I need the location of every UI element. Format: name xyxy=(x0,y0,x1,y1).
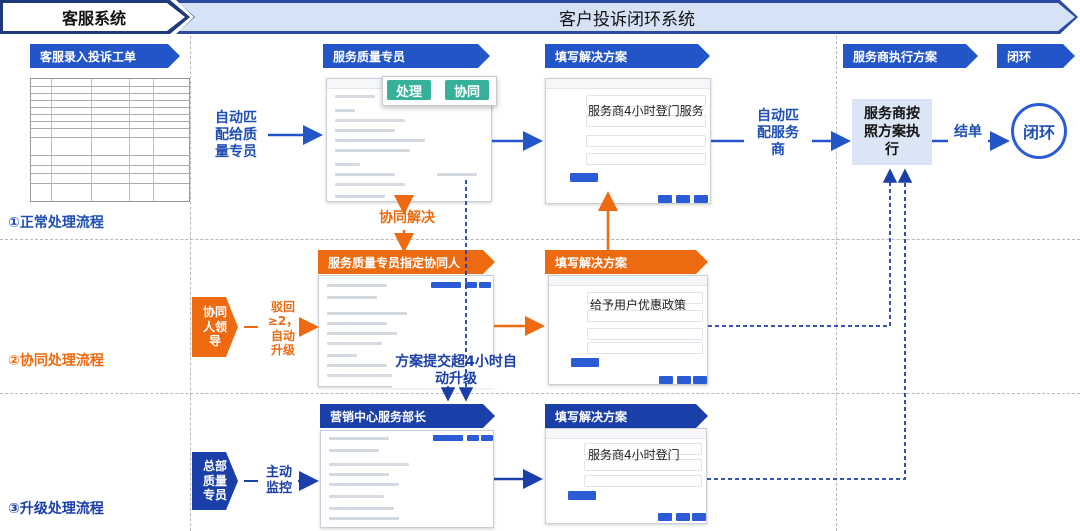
collab-resolve-label: 协同解决 xyxy=(379,210,435,226)
step-provider-exec-tag: 服务商执行方案 xyxy=(843,44,978,68)
left-system-title: 客服系统 xyxy=(3,3,185,31)
step-entry-tag: 客服录入投诉工单 xyxy=(30,44,180,68)
process-button[interactable]: 处理 xyxy=(387,80,431,100)
right-system-title: 客户投诉闭环系统 xyxy=(179,3,1075,31)
solution-screenshot-1 xyxy=(545,78,711,204)
solution-text-2: 给予用户优惠政策 xyxy=(590,298,687,312)
step-closed-tag: 闭环 xyxy=(997,44,1075,68)
flow-escalate-title: ③升级处理流程 xyxy=(8,501,104,517)
flow-normal-title: ①正常处理流程 xyxy=(8,215,104,231)
arrow-solution3-to-exec xyxy=(707,168,913,480)
auto-match-specialist-label: 自动匹 配给质 量专员 xyxy=(215,110,257,160)
provider-execute-box: 服务商按 照方案执 行 xyxy=(852,99,932,165)
row-divider-2 xyxy=(0,393,1080,394)
active-monitor-label: 主动 监控 xyxy=(265,465,292,496)
step-fill-solution-2-tag: 填写解决方案 xyxy=(545,250,708,274)
complaint-form-image xyxy=(30,78,190,202)
flow-collab-title: ②协同处理流程 xyxy=(8,353,104,369)
step-fill-solution-tag: 填写解决方案 xyxy=(545,44,710,68)
reject-upgrade-label: 驳回 ≥2， 自动 升级 xyxy=(267,300,299,358)
step-marketing-head-tag: 营销中心服务部长 xyxy=(320,404,495,428)
step-quality-tag: 服务质量专员 xyxy=(323,44,490,68)
collaborate-button[interactable]: 协同 xyxy=(445,80,489,100)
auto-match-provider-label: 自动匹 配服务 商 xyxy=(757,108,799,158)
column-divider-1 xyxy=(190,36,191,531)
close-ticket-label: 结单 xyxy=(954,124,982,140)
column-divider-2 xyxy=(836,36,837,531)
solution-screenshot-3 xyxy=(545,428,707,524)
marketing-head-screenshot xyxy=(320,430,494,528)
closed-loop-circle: 闭环 xyxy=(1011,103,1067,159)
solution-text-3: 服务商4小时登门 xyxy=(588,448,680,462)
arrow-solution2-to-exec xyxy=(708,168,898,327)
row-divider-1 xyxy=(0,239,1080,240)
solution-text-1: 服务商4小时登门服务 xyxy=(588,104,704,118)
step-fill-solution-3-tag: 填写解决方案 xyxy=(545,404,708,428)
overtime-upgrade-label: 方案提交超4小时自 动升级 xyxy=(392,354,520,388)
solution-screenshot-2 xyxy=(548,275,708,385)
